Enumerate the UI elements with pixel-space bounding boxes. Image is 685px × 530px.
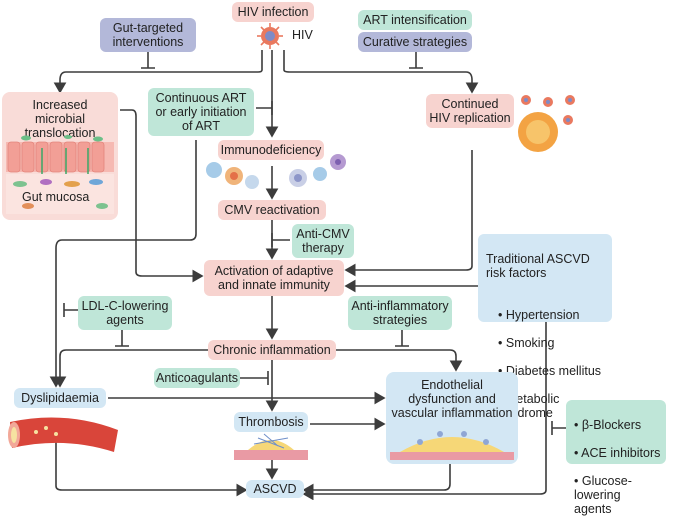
anti-cmv-therapy-box: Anti-CMV therapy xyxy=(292,224,354,258)
endothelial-title: Endothelial dysfunction and vascular inf… xyxy=(391,378,513,420)
cmv-reactivation-box: CMV reactivation xyxy=(218,200,326,220)
artery-plaque-illustration xyxy=(8,417,118,452)
continuous-art-box: Continuous ART or early initiation of AR… xyxy=(148,88,254,136)
traditional-risk-factors-box: Traditional ASCVD risk factors Hypertens… xyxy=(478,234,612,420)
thrombosis-box: Thrombosis xyxy=(234,412,308,432)
endothelial-panel: Endothelial dysfunction and vascular inf… xyxy=(386,372,518,464)
vessel-wall-illustration xyxy=(390,431,514,460)
ldl-lowering-agents-box: LDL-C-lowering agents xyxy=(78,296,172,330)
immunodeficiency-box: Immunodeficiency xyxy=(218,140,324,160)
hiv-infection-box: HIV infection xyxy=(232,2,314,22)
microbial-translocation-title: Increased microbial translocation xyxy=(24,98,96,140)
risk-item: Smoking xyxy=(498,336,612,350)
anticoagulants-box: Anticoagulants xyxy=(154,368,240,388)
cv-drugs-box: β-Blockers ACE inhibitors Glucose-loweri… xyxy=(566,400,666,516)
thrombus-illustration xyxy=(234,433,308,460)
drug-item: Glucose-lowering agents xyxy=(574,474,666,516)
drug-item: β-Blockers xyxy=(574,418,666,432)
gut-mucosa-illustration xyxy=(6,135,114,214)
microbial-translocation-panel: Increased microbial translocation xyxy=(2,92,118,220)
drug-item: ACE inhibitors xyxy=(574,446,666,460)
hiv-label: HIV xyxy=(292,28,313,42)
traditional-risk-list: Hypertension Smoking Diabetes mellitus M… xyxy=(486,294,612,434)
immune-cells-illustration xyxy=(206,154,346,189)
infected-cell-icon xyxy=(518,95,575,152)
ascvd-box: ASCVD xyxy=(246,480,304,498)
risk-item: Diabetes mellitus xyxy=(498,364,612,378)
gut-mucosa-label: Gut mucosa xyxy=(22,190,90,204)
art-intensification-box: ART intensification xyxy=(358,10,472,30)
continued-hiv-replication-box: Continued HIV replication xyxy=(426,94,514,128)
cv-drugs-list: β-Blockers ACE inhibitors Glucose-loweri… xyxy=(574,404,666,530)
risk-item: Hypertension xyxy=(498,308,612,322)
hiv-virus-icon xyxy=(257,23,283,49)
dyslipidaemia-box: Dyslipidaemia xyxy=(14,388,106,408)
traditional-risk-title: Traditional ASCVD risk factors xyxy=(486,252,590,280)
chronic-inflammation-box: Chronic inflammation xyxy=(208,340,336,360)
gut-targeted-interventions-box: Gut-targeted interventions xyxy=(100,18,196,52)
anti-inflammatory-strategies-box: Anti-inflammatory strategies xyxy=(348,296,452,330)
immune-activation-box: Activation of adaptive and innate immuni… xyxy=(204,260,344,296)
diagram-stage: HIV infection HIV Gut-targeted intervent… xyxy=(0,0,685,500)
curative-strategies-box: Curative strategies xyxy=(358,32,472,52)
connector-layer xyxy=(49,50,566,500)
